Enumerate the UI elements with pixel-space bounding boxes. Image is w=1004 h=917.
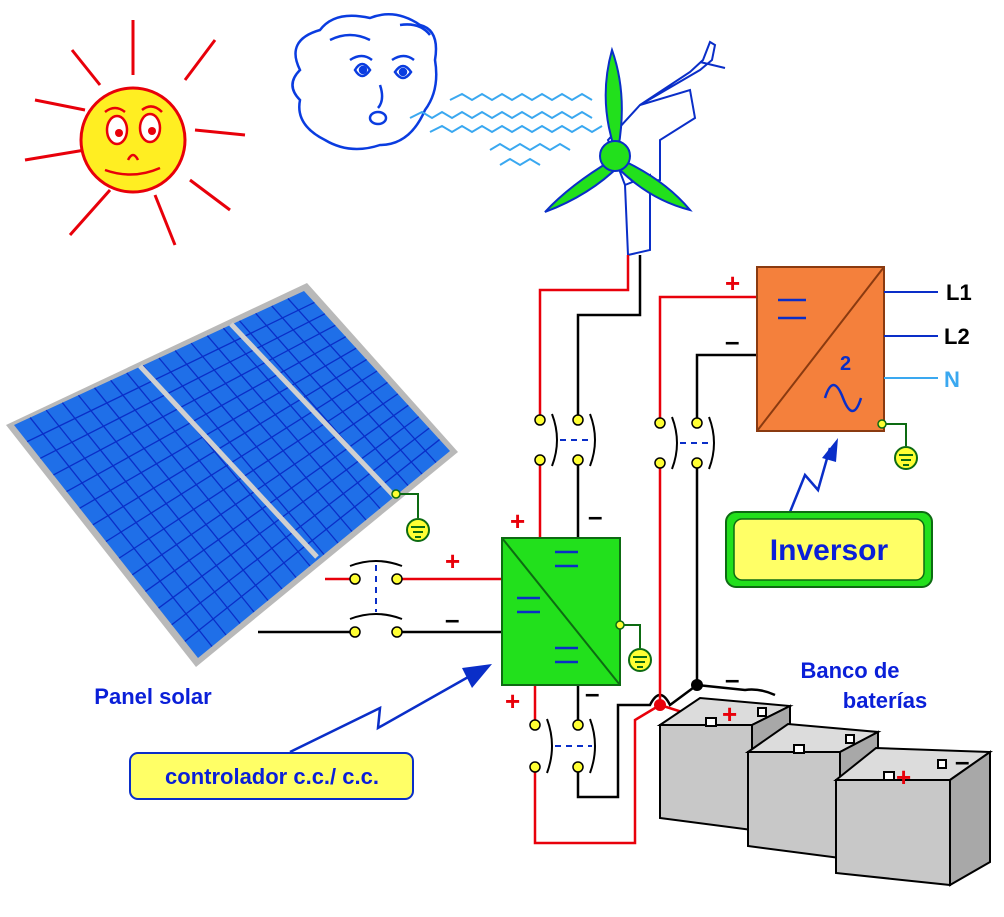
turbine-breaker[interactable] bbox=[534, 413, 596, 467]
inverter-label-box bbox=[725, 511, 933, 588]
panel-cell-line bbox=[171, 427, 430, 626]
output-n-label: N bbox=[944, 367, 960, 392]
controller-label-box bbox=[129, 752, 414, 800]
controller-in-minus-sign: – bbox=[588, 501, 602, 531]
wind-gust-icon bbox=[409, 92, 603, 167]
panel-cell-line bbox=[158, 416, 420, 609]
inverter: 2 bbox=[756, 266, 907, 446]
battery-3-minus-sign: – bbox=[955, 746, 969, 776]
solar-panel bbox=[6, 283, 458, 667]
panel-cell-line bbox=[79, 347, 357, 509]
panel-cell-line bbox=[145, 404, 409, 592]
output-l1-label: L1 bbox=[946, 280, 972, 305]
inverter-outputs bbox=[884, 291, 938, 379]
wire-turbine-negative bbox=[576, 255, 642, 538]
panel-plus-sign: + bbox=[445, 546, 460, 576]
panel-cell-line bbox=[105, 370, 378, 543]
battery-3 bbox=[833, 746, 994, 887]
panel-label: Panel solar bbox=[94, 684, 212, 709]
battery-positive-node bbox=[654, 699, 666, 711]
sine-wave-icon bbox=[823, 383, 863, 413]
battery-breaker[interactable] bbox=[529, 718, 596, 774]
panel-cell-line bbox=[53, 324, 336, 476]
battery-bank bbox=[656, 696, 994, 887]
inverter-minus-sign: – bbox=[725, 326, 739, 356]
controller-callout-arrow bbox=[289, 664, 492, 754]
battery-bank-label-line1: Banco de bbox=[800, 658, 899, 683]
panel-minus-sign: – bbox=[445, 604, 459, 634]
inverter-plus-sign: + bbox=[725, 268, 740, 298]
wire-controller-negative bbox=[576, 683, 698, 799]
panel-ground-icon bbox=[391, 489, 430, 542]
battery-bus-minus-sign: – bbox=[725, 664, 739, 694]
output-l2-label: L2 bbox=[944, 324, 970, 349]
wind-face-icon bbox=[291, 13, 438, 151]
controller-label: controlador c.c./ c.c. bbox=[165, 764, 379, 789]
controller-in-plus-sign: + bbox=[510, 506, 525, 536]
wire-turbine-positive bbox=[538, 255, 630, 538]
controller-out-plus-sign: + bbox=[505, 686, 520, 716]
battery-negative-node bbox=[691, 679, 703, 691]
controller-ground-icon bbox=[628, 648, 652, 672]
panel-cell-line bbox=[184, 439, 440, 642]
inverter-label: Inversor bbox=[770, 534, 889, 567]
battery-bank-label-line2: baterías bbox=[843, 688, 927, 713]
panel-cell-line bbox=[131, 393, 399, 576]
wire-controller-positive bbox=[533, 685, 661, 845]
sun-icon bbox=[24, 20, 246, 246]
wire-inverter-negative bbox=[695, 353, 757, 685]
panel-cell-line bbox=[92, 359, 367, 526]
inverter-breaker[interactable] bbox=[654, 416, 715, 470]
battery-1-plus-sign: + bbox=[722, 699, 737, 729]
panel-cell-line bbox=[26, 301, 315, 443]
inverter-ground-icon bbox=[894, 446, 918, 470]
panel-breaker[interactable] bbox=[349, 560, 403, 638]
panel-cell-line bbox=[66, 336, 347, 493]
charge-controller bbox=[501, 537, 641, 686]
panel-cell-line bbox=[118, 381, 388, 559]
inverter-callout-arrow bbox=[788, 438, 838, 513]
panel-cell-line bbox=[39, 313, 326, 459]
wind-turbine-icon bbox=[544, 40, 726, 257]
wire-inverter-positive bbox=[658, 295, 757, 705]
inverter-phase-count: 2 bbox=[840, 353, 851, 375]
controller-out-minus-sign: – bbox=[585, 678, 599, 708]
battery-3-plus-sign: + bbox=[896, 762, 911, 792]
